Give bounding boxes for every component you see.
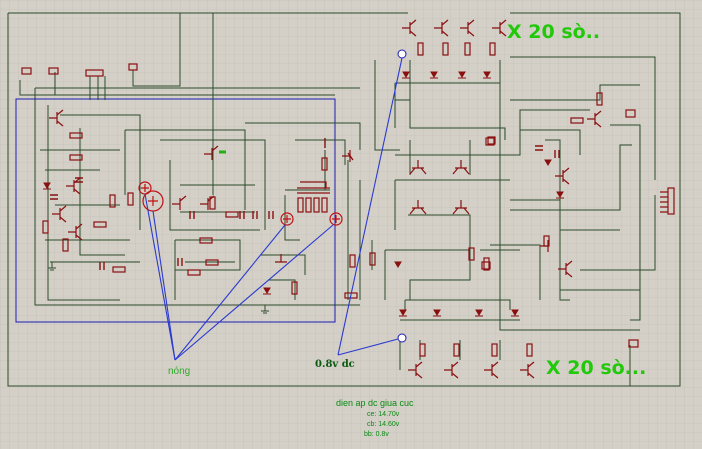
preamp-frame <box>15 98 336 323</box>
ground-symbols <box>48 262 269 314</box>
diodes <box>43 71 564 317</box>
note-ce: ce: 14.70v <box>367 411 400 418</box>
bias-voltage-label: 0.8v dc <box>315 359 355 370</box>
note-title: dien ap dc giua cuc <box>336 398 414 408</box>
note-bb: bb: 0.8v <box>364 431 389 438</box>
annotation-pointers <box>144 57 403 361</box>
capacitors <box>50 138 560 270</box>
connectors <box>21 63 675 348</box>
bottom-multiplier-label: X 20 sò... <box>546 357 647 379</box>
hot-label: nóng <box>168 366 191 377</box>
note-cb: cb: 14.60v <box>367 421 400 428</box>
transistors <box>49 19 602 379</box>
resistors <box>42 42 603 357</box>
board-outline <box>7 12 681 387</box>
top-multiplier-label: X 20 sò.. <box>507 21 601 43</box>
driver-transformer <box>297 181 330 213</box>
